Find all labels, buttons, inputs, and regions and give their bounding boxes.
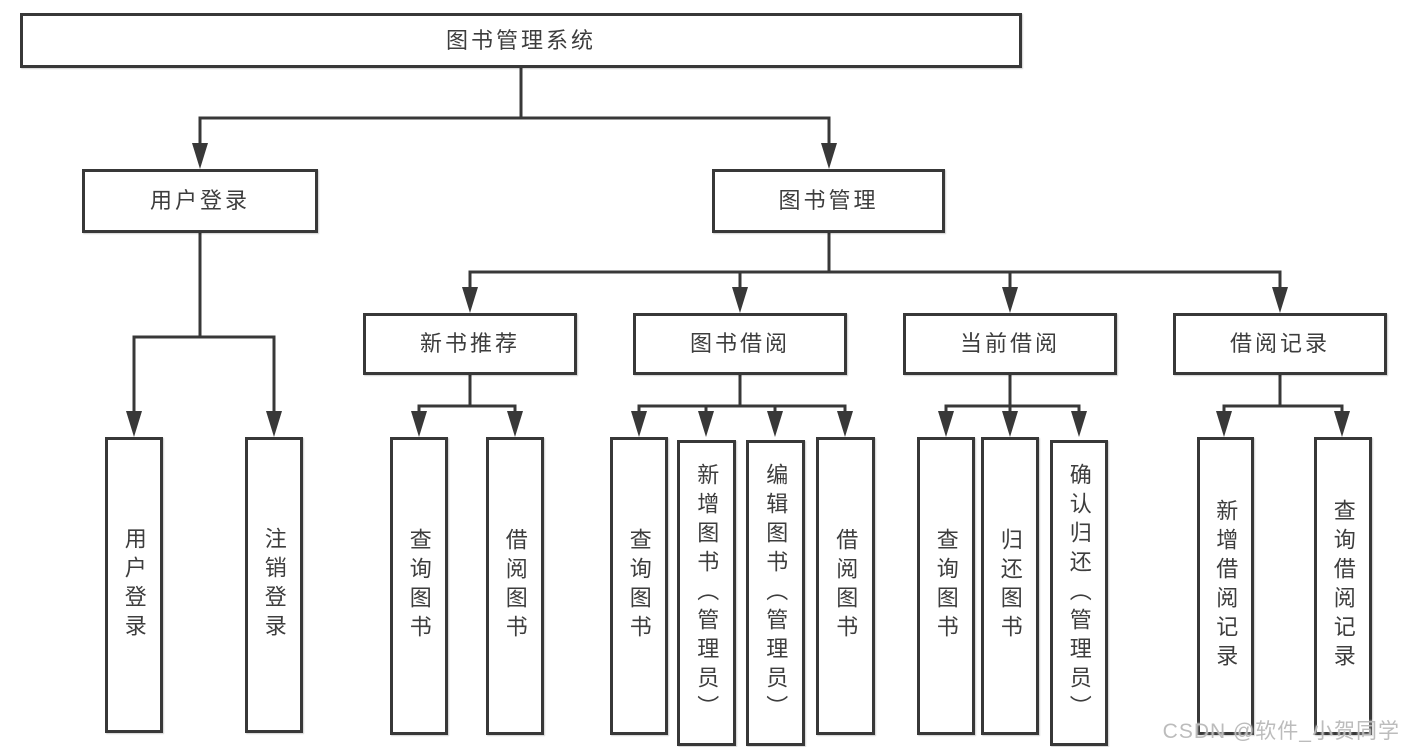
leaf-borrow-borrow-book-label: 借阅图书 — [833, 528, 859, 644]
leaf-newbooks-borrow-book-label: 借阅图书 — [502, 528, 528, 644]
leaf-current-return-book-label: 归还图书 — [997, 528, 1023, 644]
node-borrow-records: 借阅记录 — [1173, 313, 1387, 375]
leaf-current-confirm-return-admin: 确认归还（管理员） — [1050, 440, 1108, 746]
leaf-logout: 注销登录 — [245, 437, 303, 733]
leaf-user-login-label: 用户登录 — [121, 527, 147, 643]
leaf-records-add-record: 新增借阅记录 — [1197, 437, 1254, 735]
leaf-current-query-book: 查询图书 — [917, 437, 975, 735]
leaf-current-return-book: 归还图书 — [981, 437, 1039, 735]
node-book-management: 图书管理 — [712, 169, 945, 233]
node-book-borrow: 图书借阅 — [633, 313, 847, 375]
leaf-borrow-edit-book-admin-label: 编辑图书（管理员） — [763, 462, 789, 724]
node-new-book-recommend: 新书推荐 — [363, 313, 577, 375]
leaf-records-query-record-label: 查询借阅记录 — [1330, 499, 1356, 673]
leaf-borrow-borrow-book: 借阅图书 — [816, 437, 875, 735]
leaf-records-query-record: 查询借阅记录 — [1314, 437, 1372, 735]
arrowheads — [126, 143, 1350, 437]
elbow-lines — [132, 66, 1344, 416]
leaf-borrow-add-book-admin-label: 新增图书（管理员） — [694, 462, 720, 724]
leaf-newbooks-query-book-label: 查询图书 — [406, 528, 432, 644]
leaf-newbooks-borrow-book: 借阅图书 — [486, 437, 544, 735]
leaf-user-login: 用户登录 — [105, 437, 163, 733]
node-book-borrow-label: 图书借阅 — [689, 331, 790, 357]
node-borrow-records-label: 借阅记录 — [1229, 331, 1330, 357]
node-current-borrow-label: 当前借阅 — [959, 331, 1060, 357]
leaf-records-add-record-label: 新增借阅记录 — [1213, 499, 1239, 673]
leaf-borrow-query-book: 查询图书 — [610, 437, 668, 735]
node-current-borrow: 当前借阅 — [903, 313, 1117, 375]
node-root: 图书管理系统 — [20, 13, 1022, 68]
leaf-current-confirm-return-admin-label: 确认归还（管理员） — [1066, 462, 1092, 724]
node-user-login-label: 用户登录 — [149, 188, 250, 214]
leaf-borrow-add-book-admin: 新增图书（管理员） — [677, 440, 736, 746]
leaf-borrow-query-book-label: 查询图书 — [626, 528, 652, 644]
node-new-book-recommend-label: 新书推荐 — [419, 331, 520, 357]
node-root-label: 图书管理系统 — [445, 27, 596, 53]
leaf-newbooks-query-book: 查询图书 — [390, 437, 448, 735]
leaf-current-query-book-label: 查询图书 — [933, 528, 959, 644]
leaf-borrow-edit-book-admin: 编辑图书（管理员） — [746, 440, 805, 746]
node-user-login: 用户登录 — [82, 169, 318, 233]
leaf-logout-label: 注销登录 — [261, 527, 287, 643]
node-book-management-label: 图书管理 — [778, 188, 879, 214]
